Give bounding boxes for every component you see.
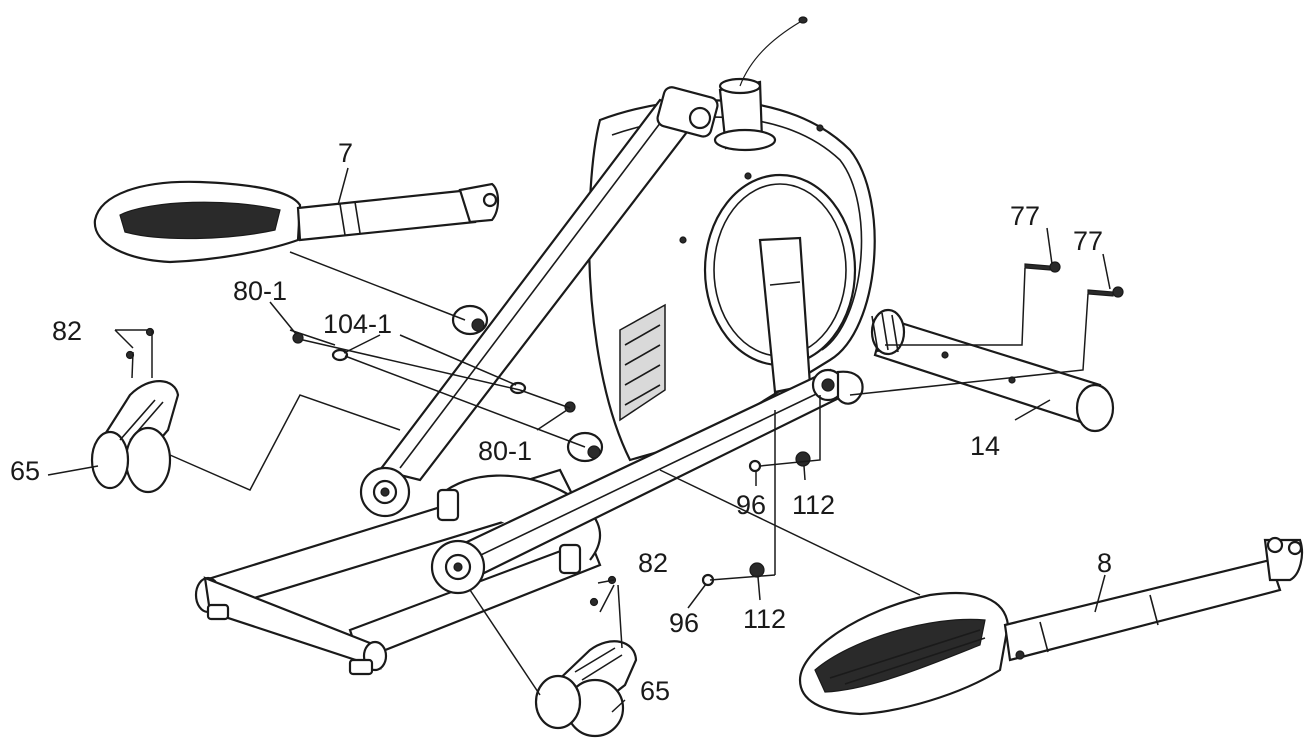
left-swing-arm	[359, 86, 719, 518]
part-labels: 7 8 80-1 80-1 104-1 82 82 65 65 77 77 14…	[10, 138, 1112, 706]
wheel-65-bottom	[534, 640, 638, 738]
console-mast	[713, 16, 808, 152]
label-bolt-77-left: 77	[1010, 201, 1040, 231]
label-bolt-80-1-top: 80-1	[233, 276, 287, 306]
label-stabilizer-14: 14	[970, 431, 1000, 461]
label-screw-82-bottom: 82	[638, 548, 668, 578]
pedal-8	[798, 536, 1304, 716]
label-bolt-80-1-bottom: 80-1	[478, 436, 532, 466]
leader-lines	[114, 251, 1089, 696]
label-nut-112-upper: 112	[792, 490, 835, 520]
label-wheel-65-bottom: 65	[640, 676, 670, 706]
label-screw-82-left: 82	[52, 316, 82, 346]
label-washer-96-upper: 96	[736, 490, 766, 520]
right-swing-arm	[430, 236, 864, 595]
label-washer-104-1: 104-1	[323, 309, 392, 339]
label-pedal-8: 8	[1097, 548, 1112, 578]
label-pedal-7: 7	[338, 138, 353, 168]
label-nut-112-lower: 112	[743, 604, 786, 634]
pedal-7	[93, 180, 500, 264]
label-bolt-77-right: 77	[1073, 226, 1103, 256]
label-wheel-65-left: 65	[10, 456, 40, 486]
label-pointers	[47, 167, 1111, 713]
label-washer-96-lower: 96	[669, 608, 699, 638]
wheel-65-left	[90, 380, 180, 494]
